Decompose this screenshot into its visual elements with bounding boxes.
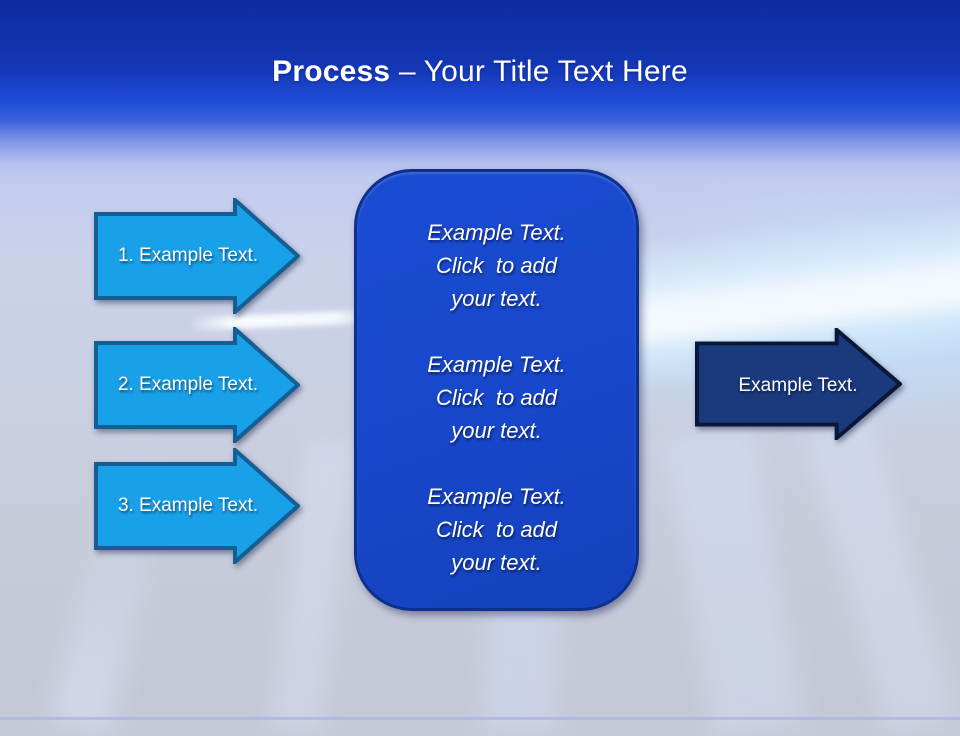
slide-title[interactable]: Process – Your Title Text Here (0, 55, 960, 89)
placeholder-line: your text. (451, 286, 542, 311)
process-arrow-2[interactable]: 2. Example Text. (94, 327, 300, 443)
placeholder-line: Example Text. (427, 352, 566, 377)
process-arrow-3-label: 3. Example Text. (117, 495, 259, 516)
text-placeholder-3[interactable]: Example Text. Click to add your text. (357, 480, 636, 579)
process-arrow-1[interactable]: 1. Example Text. (94, 198, 300, 314)
placeholder-line: Example Text. (427, 484, 566, 509)
right-arrow-shape-icon (695, 328, 902, 440)
process-arrow-1-label: 1. Example Text. (117, 245, 259, 266)
result-arrow-label: Example Text. (738, 375, 858, 396)
placeholder-line: your text. (451, 418, 542, 443)
slide-title-bold: Process (272, 55, 399, 88)
placeholder-line: your text. (451, 550, 542, 575)
title-band: Process – Your Title Text Here (0, 0, 960, 178)
right-arrow-shape-icon (94, 198, 300, 314)
result-arrow[interactable]: Example Text. (695, 328, 902, 440)
slide-title-rest: – Your Title Text Here (398, 55, 688, 88)
process-arrow-2-label: 2. Example Text. (117, 374, 259, 395)
placeholder-line: Click to add (435, 385, 558, 410)
center-text-box[interactable]: Example Text. Click to add your text. Ex… (354, 169, 639, 611)
right-arrow-shape-icon (94, 448, 300, 564)
text-placeholder-2[interactable]: Example Text. Click to add your text. (357, 348, 636, 447)
process-arrow-3[interactable]: 3. Example Text. (94, 448, 300, 564)
bottom-accent-strip (0, 717, 960, 720)
placeholder-line: Example Text. (427, 220, 566, 245)
right-arrow-shape-icon (94, 327, 300, 443)
placeholder-line: Click to add (435, 253, 558, 278)
placeholder-line: Click to add (435, 517, 558, 542)
text-placeholder-1[interactable]: Example Text. Click to add your text. (357, 216, 636, 315)
